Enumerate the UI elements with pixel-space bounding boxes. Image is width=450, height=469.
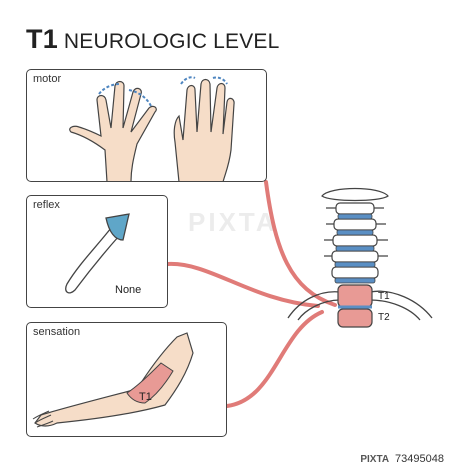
reflex-hammer-icon [65, 213, 130, 294]
sensation-panel: sensation T1 [26, 322, 227, 437]
stock-number: 73495048 [395, 453, 444, 465]
abduction-arrows [98, 76, 228, 107]
motor-label: motor [33, 73, 62, 85]
rib-cage [287, 290, 433, 321]
reflex-result: None [115, 284, 142, 296]
nerve-lines [166, 180, 337, 408]
dermatome-label: T1 [139, 391, 152, 403]
pixta-logo: PIXTA [360, 454, 390, 465]
vertebra-label-t2: T2 [378, 312, 390, 323]
spread-hand [69, 80, 157, 181]
motor-panel: motor [26, 69, 267, 182]
reflex-panel: reflex None [26, 195, 168, 308]
watermark: PIXTA [188, 207, 278, 237]
highlighted-vertebrae [337, 284, 373, 328]
stock-id: PIXTA 73495048 [360, 453, 444, 465]
hand-illustration [69, 76, 235, 181]
closed-hand [173, 78, 235, 181]
sensation-label: sensation [33, 326, 81, 338]
title-level: T1 [26, 24, 58, 54]
arm-illustration [32, 332, 194, 428]
intervertebral-discs [334, 213, 376, 284]
vertebra-label-t1: T1 [378, 291, 390, 302]
reflex-label: reflex [33, 199, 60, 211]
title-text: NEUROLOGIC LEVEL [63, 30, 280, 53]
